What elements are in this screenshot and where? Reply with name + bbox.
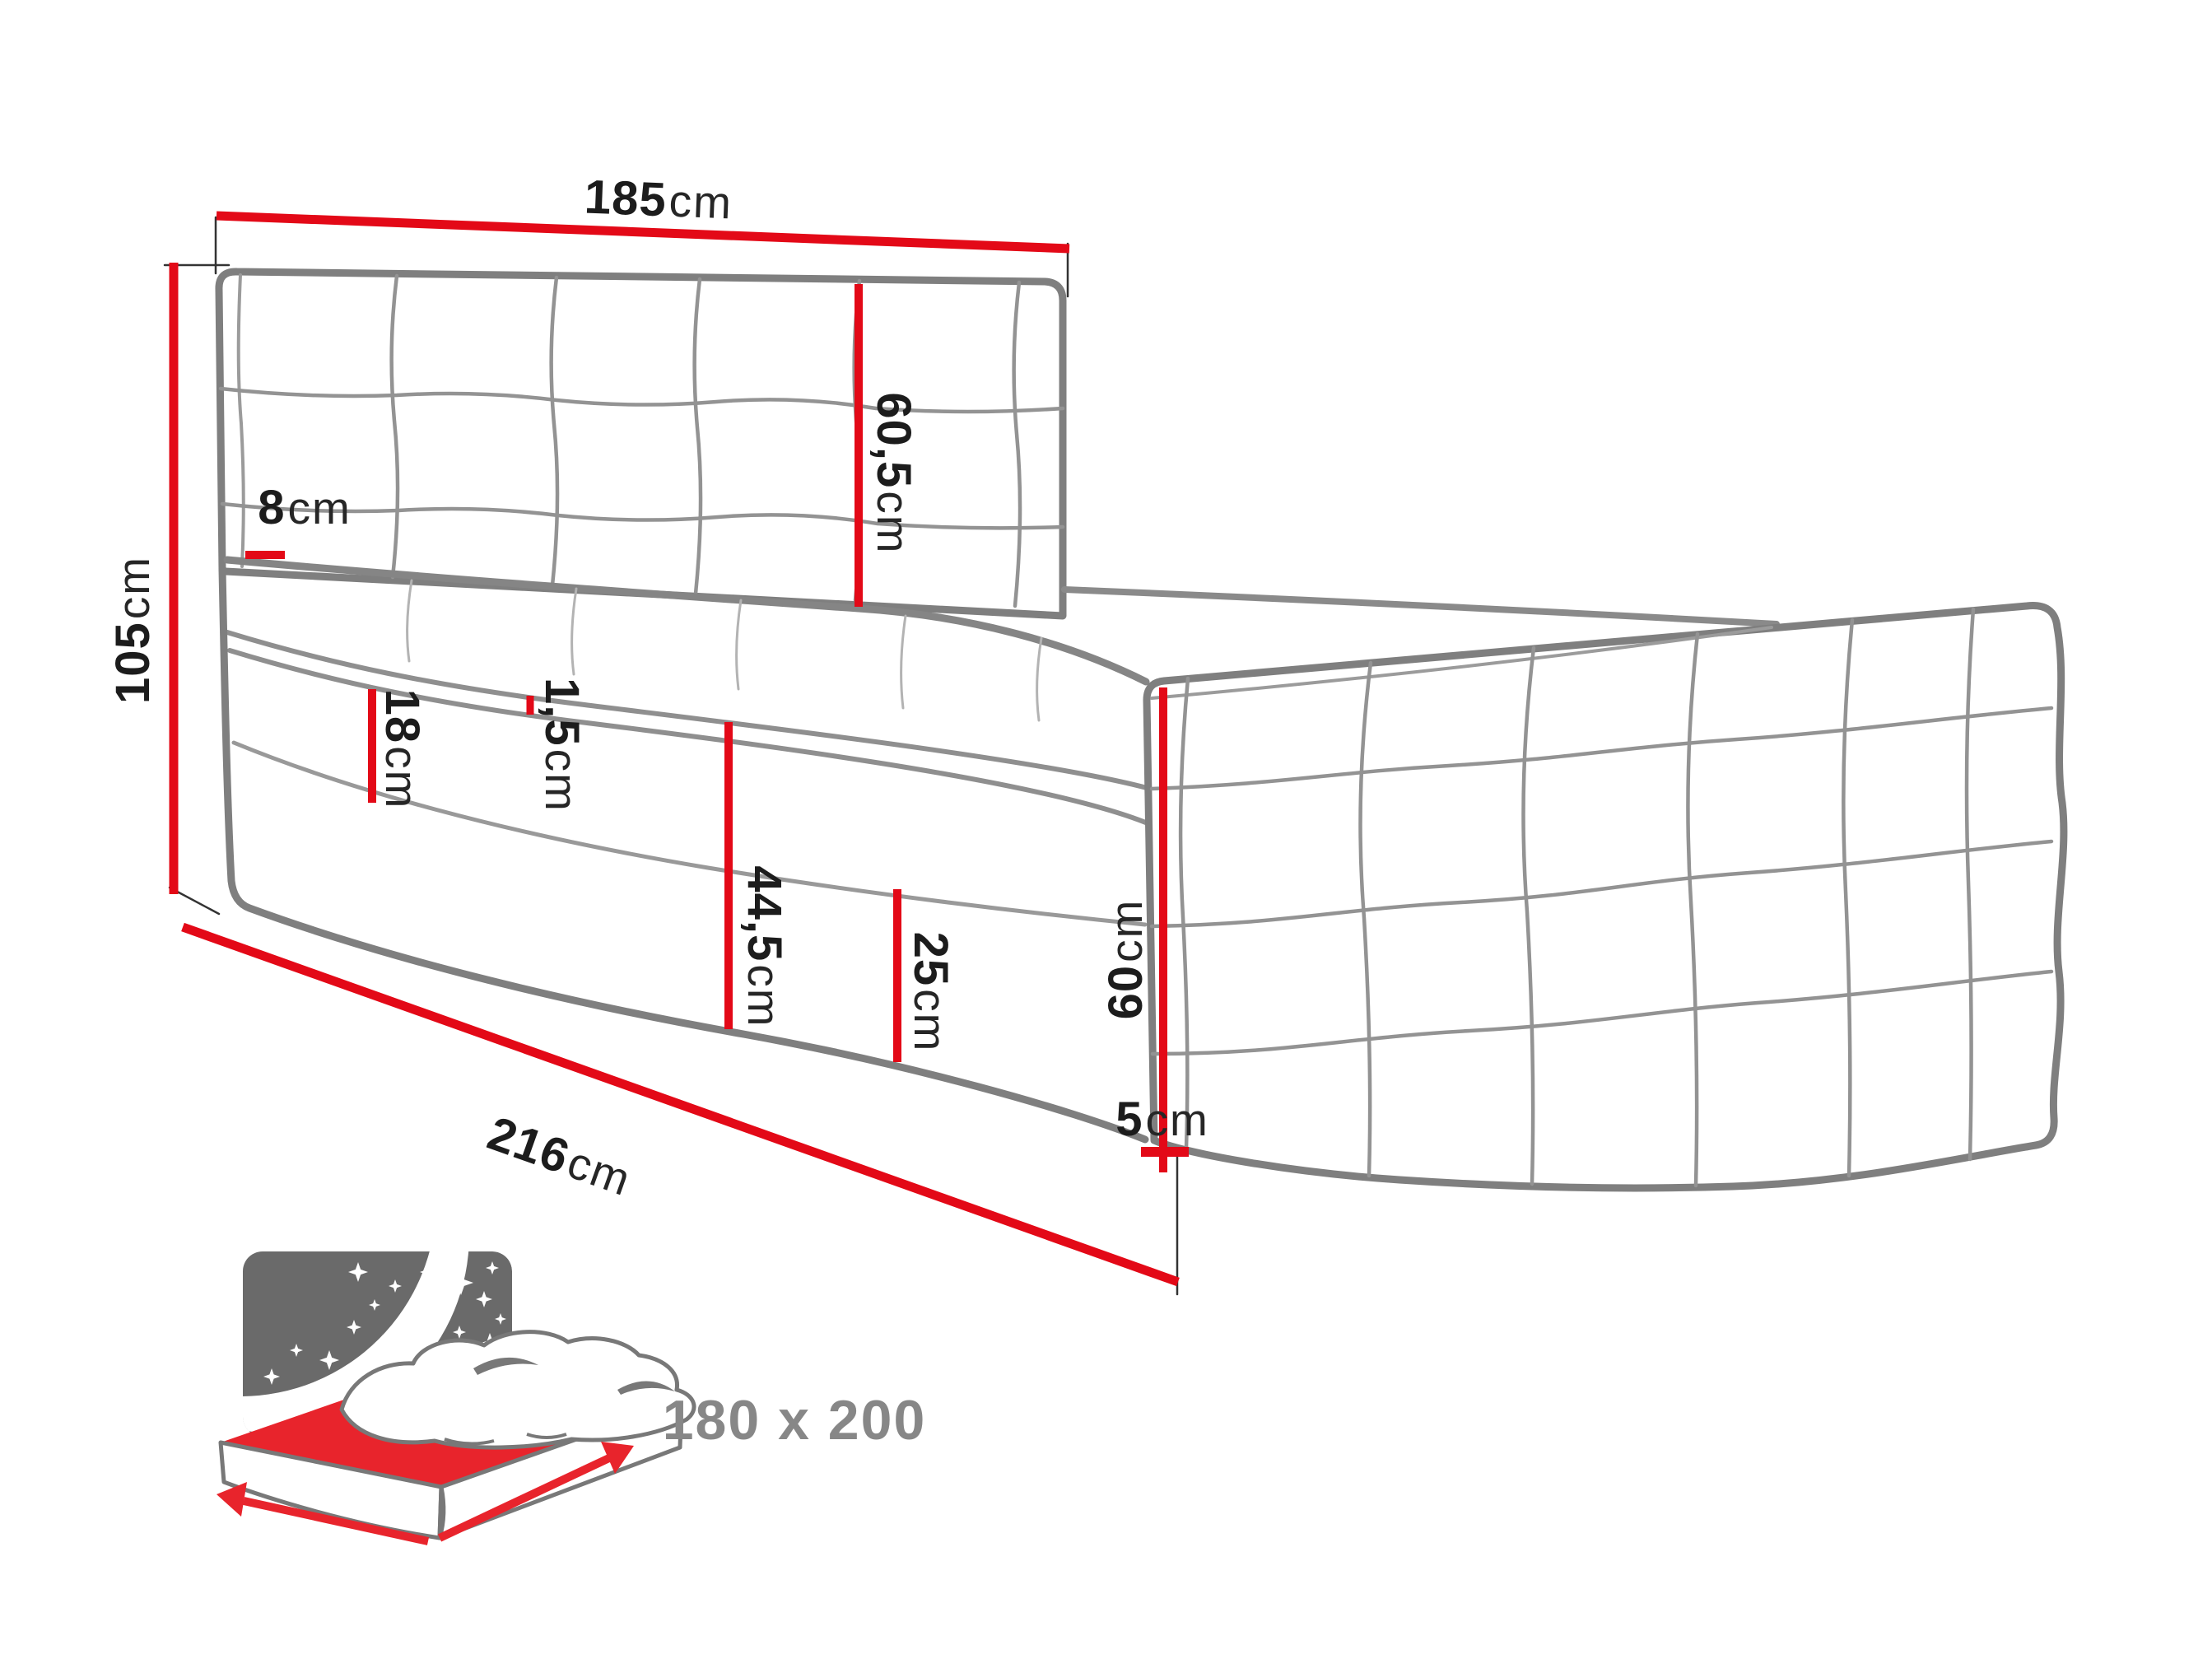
size-arrows — [217, 1442, 634, 1545]
dim-line-216 — [181, 922, 1180, 1287]
bed-size-label: 180 x 200 — [662, 1389, 927, 1452]
dim-label-base-lower: 25cm — [904, 931, 957, 1053]
mattress — [223, 556, 1780, 826]
arrow-width-icon — [437, 1453, 613, 1542]
dim-label-headboard-height: 60,5cm — [867, 392, 920, 555]
arrow-length-icon — [242, 1497, 430, 1545]
dim-label-base-total: 44,5cm — [738, 865, 791, 1028]
dim-label-width-top: 185cm — [583, 170, 734, 229]
mattress-icon — [218, 1330, 696, 1540]
dimension-lines — [169, 211, 1189, 1287]
bed-size-icon — [217, 1251, 696, 1545]
dim-label-ground-clearance: 5cm — [1115, 1093, 1209, 1146]
base-box — [218, 566, 1149, 1144]
dim-label-height-left: 105cm — [106, 555, 160, 705]
dim-label-base-upper: 18cm — [375, 688, 429, 810]
dim-line-185 — [216, 211, 1070, 254]
duvet-pillows — [339, 1330, 696, 1450]
dim-label-mattress-gap: 1,5cm — [535, 678, 589, 813]
dim-label-footboard-height: 60cm — [1099, 898, 1153, 1020]
headboard — [215, 268, 1067, 620]
footboard — [1143, 602, 2068, 1192]
dim-label-headboard-edge: 8cm — [258, 481, 352, 534]
